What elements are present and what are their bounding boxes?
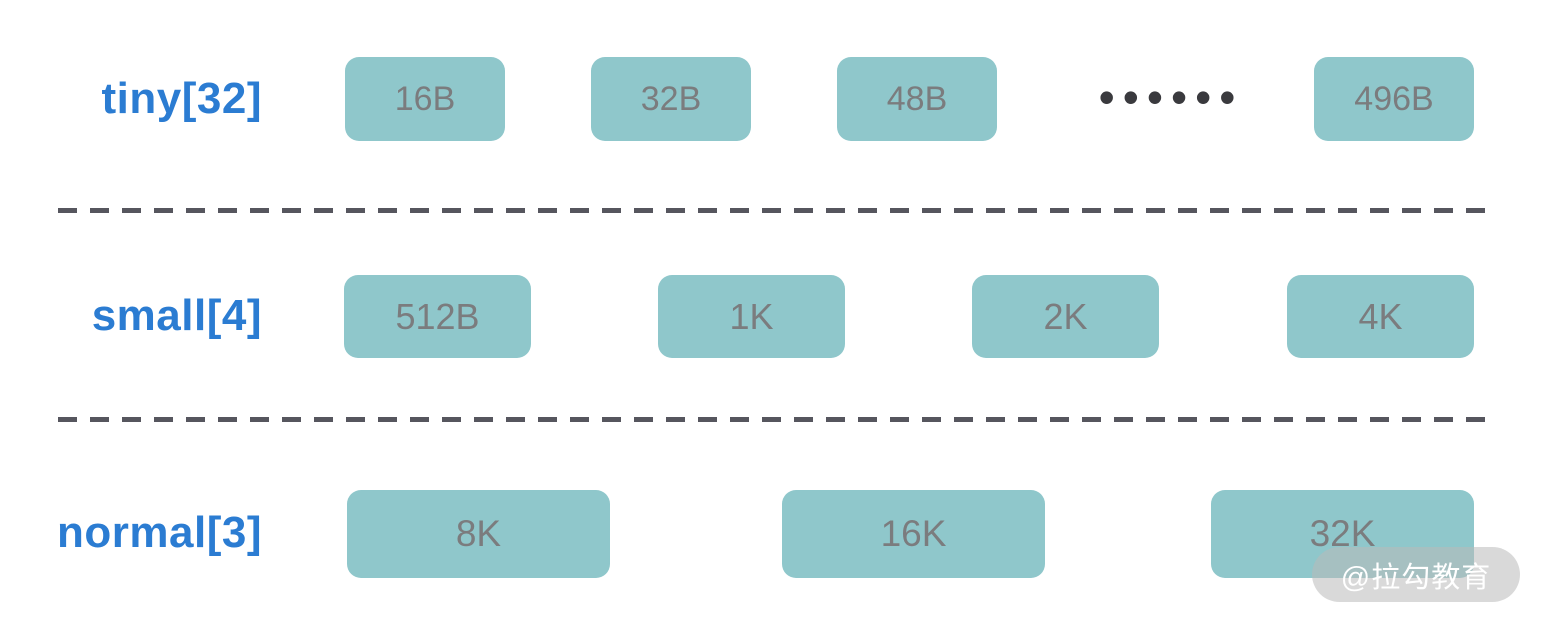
row-label-small: small[4]	[91, 291, 262, 340]
size-box-value: 496B	[1354, 79, 1434, 118]
size-box-8k: 8K	[347, 490, 610, 578]
size-box-32b: 32B	[591, 57, 751, 141]
size-box-value: 512B	[395, 295, 480, 337]
watermark-badge: @拉勾教育	[1312, 547, 1520, 602]
dashed-divider	[58, 417, 1488, 422]
size-box-value: 4K	[1358, 295, 1403, 337]
size-box-value: 2K	[1043, 295, 1088, 337]
size-box-48b: 48B	[837, 57, 997, 141]
row-label-tiny: tiny[32]	[101, 74, 262, 123]
dashed-divider	[58, 208, 1488, 213]
size-box-16b: 16B	[345, 57, 505, 141]
size-box-496b: 496B	[1314, 57, 1474, 141]
size-box-value: 1K	[729, 295, 774, 337]
size-box-value: 32B	[640, 79, 702, 118]
size-box-value: 8K	[455, 513, 502, 554]
size-box-4k: 4K	[1287, 275, 1474, 358]
size-box-2k: 2K	[972, 275, 1159, 358]
row-label-normal: normal[3]	[57, 508, 262, 557]
size-box-1k: 1K	[658, 275, 845, 358]
size-box-16k: 16K	[782, 490, 1045, 578]
size-box-512b: 512B	[344, 275, 531, 358]
size-box-value: 16K	[880, 513, 947, 554]
size-box-value: 16B	[394, 79, 456, 118]
ellipsis-dots: ••••••	[1098, 71, 1244, 123]
size-box-value: 48B	[886, 79, 948, 118]
